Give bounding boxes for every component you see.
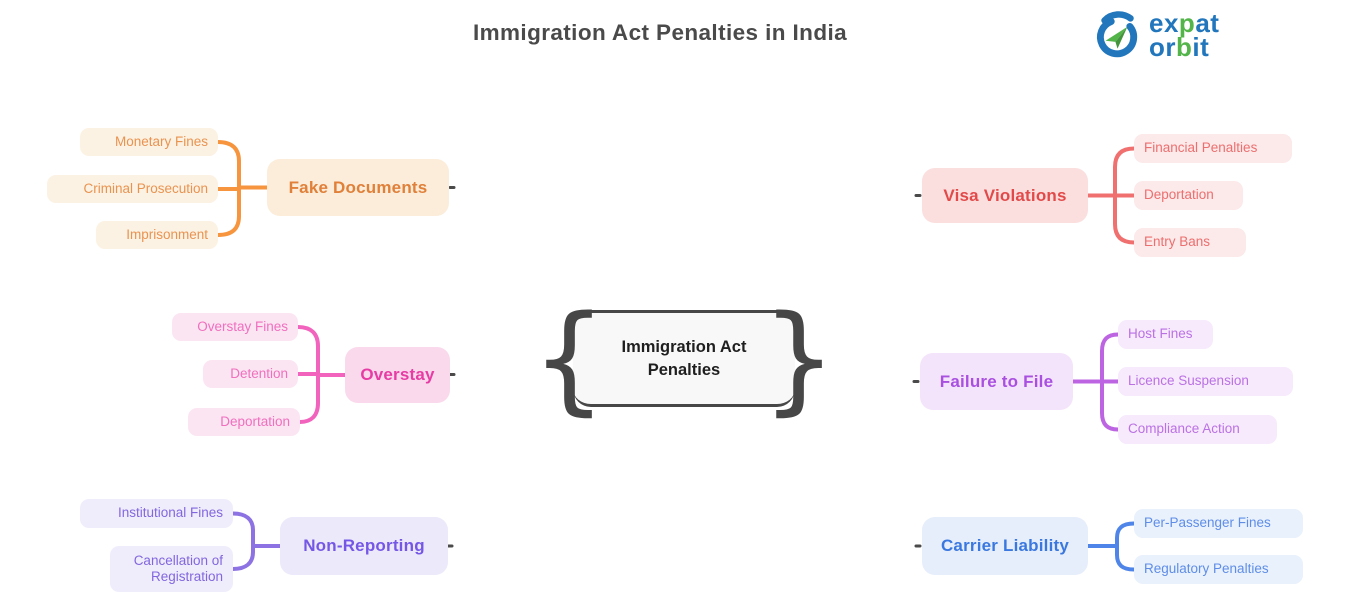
connector-path <box>1115 521 1136 572</box>
branch-child: Host Fines <box>1118 320 1213 349</box>
brand-word-orbit: orbit <box>1149 32 1210 62</box>
branch-parent-visa-violations: Visa Violations <box>922 168 1088 223</box>
connector-group-non-reporting <box>231 511 282 571</box>
branch-parent-non-reporting: Non-Reporting <box>280 517 448 575</box>
branch-child: Institutional Fines <box>80 499 233 528</box>
brand-logo: expat orbit <box>1092 8 1220 62</box>
branch-child: Overstay Fines <box>172 313 298 341</box>
page-title: Immigration Act Penalties in India <box>472 20 848 45</box>
branch-child: Cancellation of Registration <box>110 546 233 592</box>
branch-child: Criminal Prosecution <box>47 175 218 203</box>
connector-group-carrier-liability <box>1086 521 1136 572</box>
connector-group-overstay <box>296 325 347 424</box>
brand-wordmark: expat orbit <box>1149 8 1220 62</box>
branch-parent-carrier-liability: Carrier Liability <box>922 517 1088 575</box>
orbit-arrow-icon <box>1096 11 1138 58</box>
connector-group-fake-documents <box>216 140 269 237</box>
branch-child: Regulatory Penalties <box>1134 555 1303 584</box>
branch-child: Deportation <box>1134 181 1243 210</box>
connector-group-failure-to-file <box>1071 332 1120 432</box>
branch-child: Entry Bans <box>1134 228 1246 257</box>
branch-parent-failure-to-file: Failure to File <box>920 353 1073 410</box>
branch-child: Licence Suspension <box>1118 367 1293 396</box>
center-link-stubs <box>446 186 922 548</box>
connector-group-visa-violations <box>1086 146 1136 245</box>
connector-path <box>231 511 255 571</box>
branch-parent-fake-documents: Fake Documents <box>267 159 449 216</box>
branch-child: Per-Passenger Fines <box>1134 509 1303 538</box>
brand-word-expat: expat <box>1149 8 1220 38</box>
branch-child: Imprisonment <box>96 221 218 249</box>
branch-child: Detention <box>203 360 298 388</box>
branch-child: Financial Penalties <box>1134 134 1292 163</box>
branch-child: Monetary Fines <box>80 128 218 156</box>
branch-parent-overstay: Overstay <box>345 347 450 403</box>
branch-child: Deportation <box>188 408 300 436</box>
branch-child: Compliance Action <box>1118 415 1277 444</box>
